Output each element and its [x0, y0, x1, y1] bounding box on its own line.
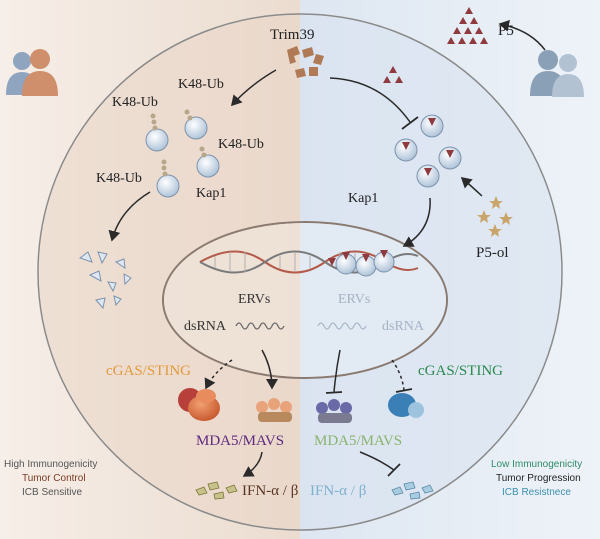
label-k48-ub-4: K48-Ub	[96, 171, 142, 186]
label-ervs-right: ERVs	[338, 292, 371, 307]
label-p5: P5	[498, 23, 514, 39]
label-p5-ol: P5-ol	[476, 245, 509, 261]
arrow-dsrna-to-mda5	[261, 349, 278, 390]
right-panel-line3: ICB Resistnece	[502, 487, 571, 498]
arrow-kap1-to-nucleus	[402, 197, 431, 247]
people-left-icon	[6, 49, 58, 96]
label-mda5-mavs-right: MDA5/MAVS	[314, 433, 403, 449]
label-kap1-left: Kap1	[196, 186, 227, 201]
kap1-on-dna	[328, 250, 395, 277]
cgas-sting-right-protein	[388, 393, 424, 418]
right-panel-line2: Tumor Progression	[496, 473, 581, 484]
arrow-mda5-to-ifn-left	[242, 451, 263, 477]
mda5-mavs-right-protein	[316, 399, 352, 423]
dsrna-left-icon	[235, 322, 285, 330]
inhibit-trim39-kap1	[329, 77, 411, 123]
nucleus	[162, 221, 448, 379]
label-kap1-right: Kap1	[348, 191, 379, 206]
degraded-kap1-fragments	[78, 251, 132, 310]
trim39-protein-icon	[287, 46, 324, 78]
arrow-people-to-p5	[498, 19, 546, 51]
cgas-sting-left-protein	[178, 388, 220, 421]
p5-molecules-icon	[447, 7, 488, 44]
right-panel-line1: Low Immunogenicity	[491, 459, 583, 470]
dsrna-right-icon	[317, 322, 367, 330]
inhibit-mda5-right	[333, 349, 341, 393]
ifn-cytokines-right-icon	[391, 481, 434, 500]
label-k48-ub-1: K48-Ub	[112, 95, 158, 110]
p5-ol-molecules-icon	[477, 196, 513, 237]
cell-membrane	[37, 13, 563, 531]
left-panel-line2: Tumor Control	[22, 473, 86, 484]
label-trim39: Trim39	[270, 27, 315, 43]
left-panel-line1: High Immunogenicity	[4, 459, 98, 470]
label-ifn-left: IFN-α / β	[242, 483, 299, 499]
label-dsrna-right: dsRNA	[382, 319, 425, 334]
inhibit-cgas-right	[391, 359, 405, 391]
ifn-cytokines-left-icon	[195, 481, 238, 500]
arrow-kap1-degradation	[108, 191, 151, 242]
people-right-icon	[530, 50, 584, 97]
label-dsrna-left: dsRNA	[184, 319, 227, 334]
label-ervs-left: ERVs	[238, 292, 271, 307]
inhibit-mda5-to-ifn-right	[359, 451, 395, 471]
p5-small-icon	[383, 66, 403, 83]
label-mda5-mavs-left: MDA5/MAVS	[196, 433, 285, 449]
kap1-ubiquitinated-left	[145, 109, 220, 198]
arrow-dsrna-to-cgas	[204, 359, 233, 390]
label-k48-ub-2: K48-Ub	[178, 77, 224, 92]
label-cgas-sting-left: cGAS/STING	[106, 363, 191, 379]
label-ifn-right: IFN-α / β	[310, 483, 367, 499]
kap1-p5-bound-right	[394, 114, 462, 188]
arrow-p5ol-to-kap1	[460, 177, 483, 197]
mda5-mavs-left-protein	[256, 398, 292, 422]
left-panel-line3: ICB Sensitive	[22, 487, 83, 498]
dna-strand-b	[199, 250, 419, 274]
label-k48-ub-3: K48-Ub	[218, 137, 264, 152]
label-cgas-sting-right: cGAS/STING	[418, 363, 503, 379]
arrow-trim39-to-kap1	[230, 69, 277, 107]
